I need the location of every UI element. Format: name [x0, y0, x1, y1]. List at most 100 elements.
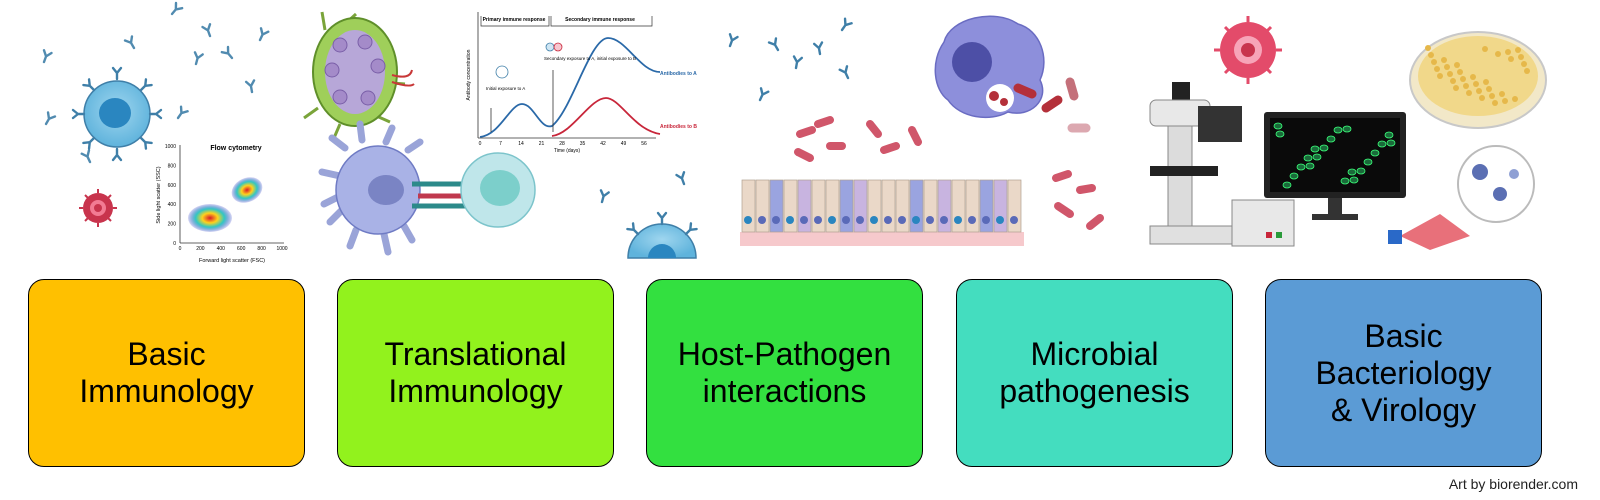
bacterial-colony [1521, 61, 1527, 67]
epithelial-cell [993, 179, 1008, 233]
fluorescent-cell [1349, 176, 1359, 184]
flow-y-tick: 400 [168, 202, 177, 208]
primary-response-label: Primary immune response [483, 17, 546, 23]
initial-exposure-label: Initial exposure to A [486, 86, 525, 91]
macrophage-icon [934, 15, 1091, 133]
fluorescent-cell [1340, 177, 1350, 185]
fluorescent-cell [1310, 145, 1320, 153]
virus-large-icon [1214, 16, 1282, 84]
cell-nucleus [884, 216, 892, 224]
fluorescent-cell [1296, 163, 1306, 171]
bacterial-colony [1431, 59, 1437, 65]
fluorescent-cell [1370, 149, 1380, 157]
bacterial-colony [1489, 93, 1495, 99]
fluorescent-cell [1312, 153, 1322, 161]
cell-nucleus [1010, 216, 1018, 224]
antibody-icons-2 [596, 17, 853, 205]
epithelial-cell [909, 179, 924, 233]
fluorescent-cell [1289, 172, 1299, 180]
cell-nucleus [940, 216, 948, 224]
immune-response-plot: Primary immune response Secondary immune… [466, 12, 697, 154]
bacterial-colony [1453, 85, 1459, 91]
epithelial-cell [783, 179, 798, 233]
cell-nucleus [842, 216, 850, 224]
flow-x-tick: 400 [217, 246, 226, 252]
cell-nucleus [814, 216, 822, 224]
flow-y-tick: 1000 [165, 144, 176, 150]
flow-y-tick: 600 [168, 183, 177, 189]
immune-x-tick: 42 [600, 141, 606, 147]
bacterial-colony [1460, 76, 1466, 82]
bacterial-colony [1515, 47, 1521, 53]
cell-nucleus [856, 216, 864, 224]
petri-dish-icon [1409, 31, 1547, 129]
b-cell-partial-icon [626, 211, 698, 259]
cell-nucleus [996, 216, 1004, 224]
bacterial-colony [1505, 49, 1511, 55]
cell-nucleus [758, 216, 766, 224]
bacterial-colony [1434, 66, 1440, 72]
bacterial-colony [1499, 91, 1505, 97]
bacterial-colony [1463, 83, 1469, 89]
category-box-bacteriology-virology: Basic Bacteriology & Virology [1265, 279, 1542, 467]
fluorescent-cell [1326, 135, 1336, 143]
monitor-icon [1264, 112, 1406, 220]
fluorescent-cell [1384, 131, 1394, 139]
bacteria-icons [794, 116, 1104, 230]
fluorescent-cell [1363, 158, 1373, 166]
immune-x-tick: 35 [580, 141, 586, 147]
immune-x-tick: 7 [499, 141, 502, 147]
fluorescent-cell [1333, 126, 1343, 134]
fluorescent-cell [1356, 167, 1366, 175]
lymph-node-icon [303, 11, 415, 139]
fluorescent-cell [1319, 144, 1329, 152]
cell-nucleus [968, 216, 976, 224]
flow-y-tick: 0 [173, 241, 176, 247]
cell-nucleus [926, 216, 934, 224]
bacterial-colony [1454, 62, 1460, 68]
bacterial-colony [1441, 57, 1447, 63]
cell-nucleus [786, 216, 794, 224]
epithelial-cell [839, 179, 854, 233]
category-label: Host-Pathogen interactions [677, 336, 892, 409]
flow-x-tick: 200 [196, 246, 205, 252]
immune-y-label: Antibody concentration [466, 49, 472, 100]
category-label: Basic Immunology [79, 336, 254, 409]
cell-nucleus [954, 216, 962, 224]
bacterial-colony [1457, 69, 1463, 75]
bacterial-colony [1470, 74, 1476, 80]
bacterial-colony [1495, 51, 1501, 57]
bacterial-colony [1512, 96, 1518, 102]
microscope-icon [1149, 82, 1295, 247]
fluorescent-cell [1275, 130, 1285, 138]
bacterial-colony [1524, 68, 1530, 74]
bacterial-colony [1492, 100, 1498, 106]
flow-x-tick: 600 [237, 246, 246, 252]
epithelial-cell [867, 179, 882, 233]
epithelial-cell [755, 179, 770, 233]
epithelial-cell [951, 179, 966, 233]
epithelial-cell [1007, 179, 1022, 233]
bacterial-colony [1508, 56, 1514, 62]
series-a-label: Antibodies to A [660, 71, 697, 77]
bacterial-colony [1482, 46, 1488, 52]
bacterial-colony [1476, 88, 1482, 94]
series-b-label: Antibodies to B [660, 124, 697, 130]
bacterial-colony [1447, 71, 1453, 77]
category-box-translational-immunology: Translational Immunology [337, 279, 614, 467]
epithelial-cell [881, 179, 896, 233]
bacterial-colony [1444, 64, 1450, 70]
bacterial-colony [1425, 45, 1431, 51]
fluorescent-cell [1305, 162, 1315, 170]
bacterial-colony [1437, 73, 1443, 79]
bacterial-colony [1518, 54, 1524, 60]
epithelium-icon [740, 179, 1024, 246]
credit-text: Art by biorender.com [1448, 476, 1578, 492]
epithelial-cell [965, 179, 980, 233]
flow-x-tick: 800 [257, 246, 266, 252]
category-label: Microbial pathogenesis [999, 336, 1190, 409]
epithelial-cell [769, 179, 784, 233]
